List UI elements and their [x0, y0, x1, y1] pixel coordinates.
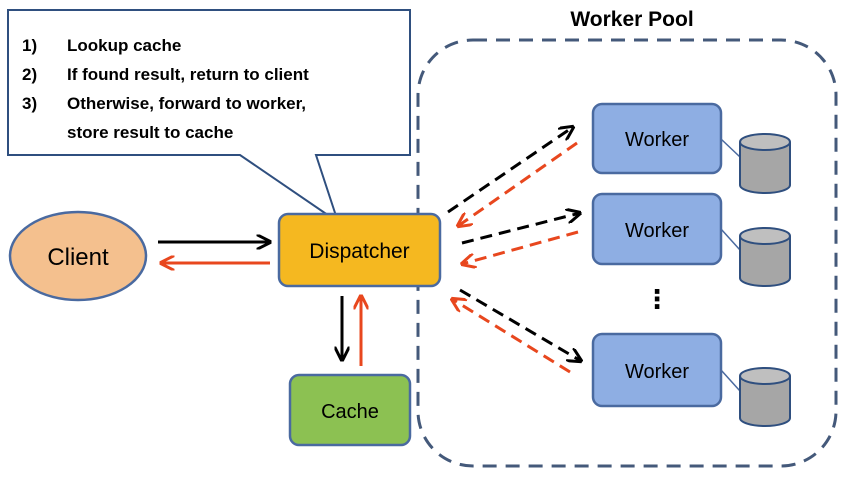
worker-db-link-3 [720, 369, 741, 392]
client-label: Client [47, 244, 109, 271]
database-icon-2 [739, 227, 791, 287]
database-icon-1 [739, 133, 791, 194]
worker-1-to-dispatcher-arrow [458, 141, 578, 226]
callout-item-1-text: Lookup cache [67, 36, 181, 55]
callout-item-2-text: If found result, return to client [67, 65, 309, 84]
dispatcher-to-worker-2-arrow [461, 213, 580, 245]
callout-bubble [7, 9, 411, 225]
dispatcher-to-worker-1-arrow [447, 127, 573, 214]
cache-node [288, 373, 412, 447]
callout-item-1-number: 1) [22, 36, 37, 55]
callout-item-3-continuation: store result to cache [67, 123, 233, 142]
worker-pool-boundary [416, 38, 838, 468]
callout-item-3-number: 3) [22, 94, 37, 113]
database-icon-3 [739, 367, 791, 427]
worker-db-link-2 [720, 228, 741, 251]
dispatcher-to-worker-3-arrow [459, 288, 581, 361]
client-node [8, 210, 148, 302]
worker-db-link-1 [720, 138, 741, 158]
worker-label-1: Worker [625, 129, 689, 151]
cache-label: Cache [321, 401, 379, 423]
callout-item-2-number: 2) [22, 65, 37, 84]
worker-label-2: Worker [625, 220, 689, 242]
more-workers-ellipsis: ⋮ [644, 284, 670, 314]
dispatcher-label: Dispatcher [309, 240, 409, 263]
worker-node-1 [591, 102, 723, 175]
callout-item-3-text: Otherwise, forward to worker, [67, 94, 306, 113]
worker-pool-title: Worker Pool [570, 8, 693, 31]
worker-3-to-dispatcher-arrow [452, 299, 571, 374]
worker-label-3: Worker [625, 361, 689, 383]
dispatcher-node [277, 212, 442, 288]
worker-2-to-dispatcher-arrow [462, 230, 579, 264]
